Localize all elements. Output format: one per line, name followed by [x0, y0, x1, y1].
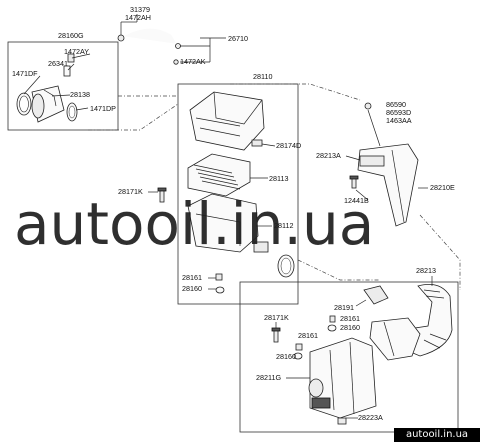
label-28160g: 28160G — [58, 31, 84, 40]
bolt-head — [157, 187, 167, 192]
label-31379: 31379 — [130, 5, 150, 14]
label-1463aa: 1463AA — [386, 116, 412, 125]
leader-line — [23, 75, 41, 95]
label-28191: 28191 — [334, 303, 354, 312]
label-1472ak: 1472AK — [180, 57, 206, 66]
breather-hose — [121, 27, 179, 45]
hose-clamp-1472ah — [117, 34, 125, 42]
label-26341: 26341 — [48, 59, 68, 68]
air-cleaner-upper-frame — [177, 83, 299, 305]
label-28160-lower: 28160 — [276, 352, 296, 361]
connector-line — [230, 83, 361, 101]
mount-28160-lower — [293, 352, 303, 360]
clip-28174d — [251, 139, 263, 147]
label-28161-upper: 28161 — [182, 273, 202, 282]
watermark-text: autooil.in.ua — [14, 190, 374, 258]
connector-line — [297, 259, 380, 281]
label-1472ah: 1472AH — [125, 13, 151, 22]
label-28112: 28112 — [274, 221, 293, 230]
clamp-icon — [173, 59, 179, 65]
leader-line — [75, 107, 89, 111]
gasket-inner — [68, 105, 76, 119]
connector-line — [419, 214, 461, 290]
label-28161-right: 28161 — [340, 314, 360, 323]
filter-element-28113 — [187, 153, 251, 197]
label-28171k-lower: 28171K — [264, 313, 289, 322]
connector-line — [88, 103, 179, 131]
label-28138: 28138 — [70, 90, 90, 99]
resonator-block — [369, 317, 421, 361]
resonator-edge — [383, 321, 395, 357]
throttle-body-inlet — [31, 93, 45, 119]
label-28213: 28213 — [416, 266, 436, 275]
label-28223a: 28223A — [358, 413, 383, 422]
bolt-head — [271, 327, 281, 332]
label-28211g: 28211G — [256, 373, 281, 382]
throttle-body-frame — [7, 41, 119, 131]
leader-line — [345, 155, 361, 161]
label-1472ay: 1472AY — [64, 47, 89, 56]
cover-ridge — [213, 91, 263, 125]
label-28174d: 28174D — [276, 141, 301, 150]
label-28160-right: 28160 — [340, 323, 360, 332]
bolt-12441b — [351, 177, 357, 189]
leader-line — [261, 143, 276, 147]
label-1471df: 1471DF — [12, 69, 38, 78]
cover-ridge — [199, 127, 241, 137]
hose-clamp-1472ak — [175, 43, 181, 49]
bracket-28213a — [359, 155, 385, 167]
label-86593d: 86593D — [386, 108, 411, 117]
label-86590: 86590 — [386, 100, 406, 109]
o-ring-inner — [19, 95, 29, 113]
sensor-26341 — [63, 65, 71, 77]
bracket-28191 — [363, 285, 389, 305]
hose-ribs — [423, 289, 447, 349]
nipple-1472ay — [67, 53, 75, 63]
cover-ridge — [195, 117, 241, 127]
bolt-28171k-lower — [273, 329, 279, 343]
breather-hose-inner — [121, 26, 179, 45]
label-28161-lower: 28161 — [298, 331, 318, 340]
housing-edge — [195, 213, 241, 246]
case-edge — [329, 349, 335, 411]
leader-line — [367, 109, 381, 147]
label-28113: 28113 — [269, 174, 288, 183]
duct-edge — [391, 149, 405, 223]
label-26710: 26710 — [228, 34, 248, 43]
case-edge — [349, 341, 355, 415]
grommet-28161-right — [329, 315, 336, 323]
label-1471dp: 1471DP — [90, 104, 116, 113]
duct-ring-inner — [280, 257, 292, 275]
bolt-86590 — [364, 102, 372, 110]
label-28160-upper: 28160 — [182, 284, 202, 293]
clip-28223a — [337, 417, 347, 425]
label-28213a: 28213A — [316, 151, 341, 160]
mount-28160-right — [327, 324, 337, 332]
housing-duct — [253, 241, 269, 253]
label-28110: 28110 — [253, 72, 272, 81]
filter-pleats — [193, 164, 241, 190]
label-12441b: 12441B — [344, 196, 369, 205]
leader-line — [355, 299, 367, 307]
part-labels: 31379 1472AH 28160G 26710 1472AY 26341 1… — [12, 5, 455, 422]
label-28171k-upper: 28171K — [118, 187, 143, 196]
sensor-connector — [311, 397, 331, 409]
leader-line — [71, 53, 91, 59]
grommet-28161 — [215, 273, 223, 281]
label-28210e: 28210E — [430, 183, 455, 192]
case-port — [308, 378, 324, 398]
bolt-head — [349, 175, 359, 180]
air-cleaner-lower-frame — [239, 281, 459, 433]
leader-line — [355, 189, 369, 201]
site-badge: autooil.in.ua — [394, 428, 480, 442]
leader-line — [51, 94, 71, 97]
air-cleaner-body-28112 — [187, 193, 259, 253]
leader-line — [67, 63, 75, 71]
grommet-28161-lower — [295, 343, 303, 351]
mount-28160 — [215, 286, 225, 294]
